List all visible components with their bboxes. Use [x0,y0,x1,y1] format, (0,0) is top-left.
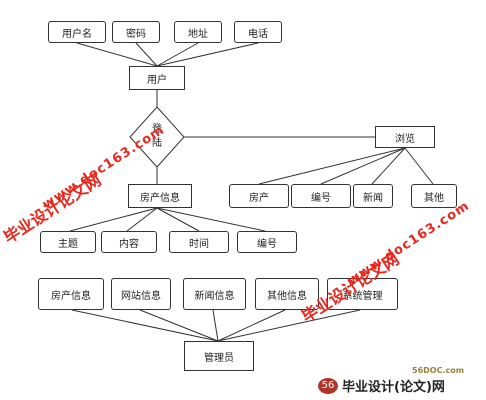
connector-admininfo-site [139,309,219,342]
attr-address: 地址 [174,21,222,43]
login-relationship-diamond [129,106,185,168]
connector-admininfo-house [71,309,219,342]
logo-mark-icon: 56 [318,377,338,394]
connector-browse-number [320,147,406,185]
connector-browse-house [258,147,406,185]
browse-attr-number: 编号 [291,184,351,208]
connector-browse-news [371,147,406,185]
connector-house-time [156,207,200,232]
entity-house-info: 房产信息 [128,184,192,208]
house-attr-topic: 主题 [40,231,96,253]
attr-phone: 电话 [234,21,282,43]
connector-password-user [135,42,158,67]
site-logo: 56 毕业设计(论文)网 [318,376,445,395]
admin-attr-house-info: 房产信息 [38,278,104,310]
house-attr-content: 内容 [101,231,157,253]
connector-house-content [126,207,158,232]
admin-attr-system-mgmt: 系统管理 [327,278,398,310]
admin-attr-other-info: 其他信息 [255,278,319,310]
connector-admininfo-news [212,309,219,342]
connector-phone-user [156,42,259,67]
browse-attr-news: 新闻 [353,184,393,208]
connector-admininfo-system [217,309,361,342]
browse-attr-house: 房产 [229,184,289,208]
admin-attr-site-info: 网站信息 [111,278,171,310]
connector-browse-other [404,147,434,185]
entity-browse: 浏览 [375,126,435,148]
browse-attr-other: 其他 [411,184,457,208]
entity-user: 用户 [129,66,185,90]
connector-house-number [156,207,266,232]
connector-admininfo-other [217,309,286,342]
attr-username: 用户名 [48,21,106,43]
admin-attr-news-info: 新闻信息 [183,278,246,310]
entity-admin: 管理员 [184,341,254,371]
logo-text: 毕业设计(论文)网 [342,380,445,395]
connector-address-user [156,42,199,67]
house-attr-time: 时间 [169,231,229,253]
house-attr-number: 编号 [237,231,297,253]
connector-house-topic [69,207,158,232]
login-relationship-label: 登陆 [152,124,162,149]
connector-username-user [76,42,158,67]
site-domain: 56DOC.com [412,366,465,375]
attr-password: 密码 [112,21,160,43]
